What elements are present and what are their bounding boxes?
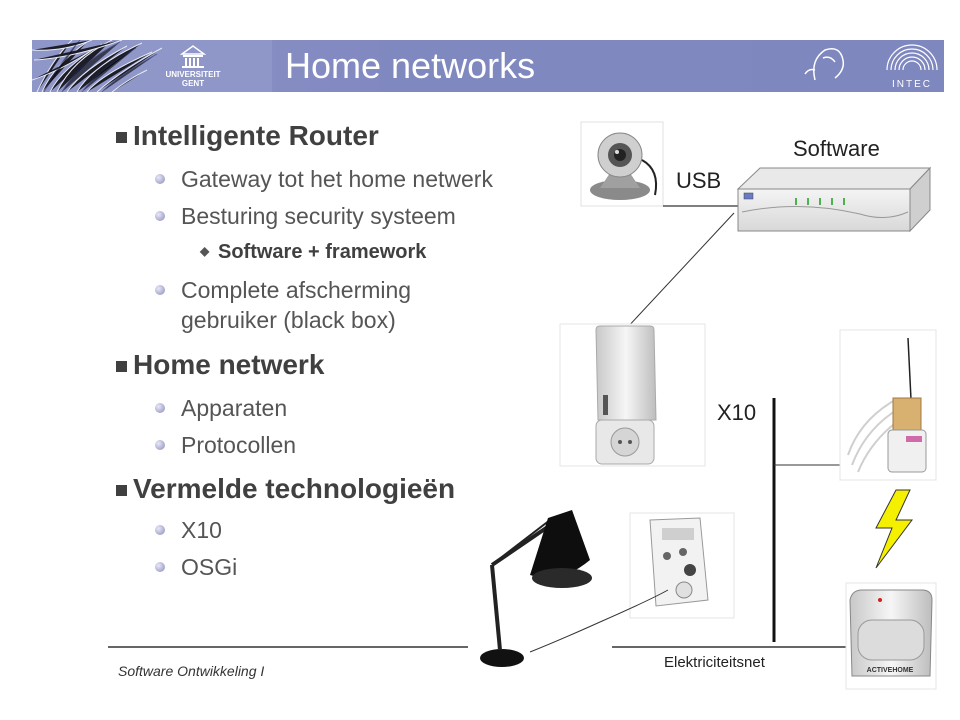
sub-bullet: Protocollen — [155, 430, 297, 460]
round-bullet-icon — [155, 174, 165, 184]
bullet-home-netwerk: Home netwerk — [116, 349, 325, 381]
sub-bullet-text: Protocollen — [181, 432, 297, 458]
round-bullet-icon — [155, 440, 165, 450]
webcam-icon — [580, 121, 664, 207]
sub-bullet: Complete afscherming gebruiker (black bo… — [155, 275, 481, 335]
lamp-cable-line — [529, 589, 669, 653]
wall-dimmer-module-icon — [629, 512, 735, 619]
bullet-text: Intelligente Router — [133, 120, 379, 151]
motion-sensor-icon: ACTIVEHOME — [845, 582, 937, 690]
desk-lamp-icon — [480, 510, 592, 667]
bullet-text: Vermelde technologieën — [133, 473, 456, 504]
sub-bullet: Gateway tot het home netwerk — [155, 164, 493, 194]
page-title: Home networks — [285, 45, 536, 86]
round-bullet-icon — [155, 525, 165, 535]
footer-course-name: Software Ontwikkeling I — [118, 663, 265, 679]
sub-bullet: Apparaten — [155, 393, 288, 423]
logo-text-2: GENT — [182, 79, 204, 88]
square-bullet-icon — [116, 132, 127, 143]
sub-bullet-text: OSGi — [181, 554, 238, 580]
router-box-icon — [736, 166, 932, 233]
elektriciteitsnet-label: Elektriciteitsnet — [664, 654, 765, 671]
round-bullet-icon — [155, 562, 165, 572]
intec-text: INTEC — [892, 79, 932, 90]
sub-bullet-text: Complete afscherming gebruiker (black bo… — [181, 277, 412, 333]
router-plug-connection-line — [624, 212, 735, 331]
software-label: Software — [793, 136, 880, 161]
usb-label: USB — [676, 168, 722, 193]
round-bullet-icon — [155, 211, 165, 221]
sub-bullet: OSGi — [155, 552, 238, 582]
square-bullet-icon — [116, 361, 127, 372]
diamond-bullet-icon: ◆ — [200, 244, 210, 258]
sub-sub-bullet: ◆ Software + framework — [200, 241, 427, 264]
wireless-transceiver-icon — [839, 329, 937, 481]
intec-logo: INTEC — [804, 44, 938, 90]
title-banner: UNIVERSITEIT GENT — [32, 40, 944, 92]
sub-bullet-text: Gateway tot het home netwerk — [181, 166, 493, 192]
x10-label: X10 — [717, 400, 757, 425]
sub-sub-bullet-text: Software + framework — [218, 241, 427, 263]
bullet-intelligente-router: Intelligente Router — [116, 120, 379, 152]
sub-bullet: X10 — [155, 515, 222, 545]
university-logo: UNIVERSITEIT GENT — [165, 45, 221, 88]
round-bullet-icon — [155, 285, 165, 295]
round-bullet-icon — [155, 403, 165, 413]
sub-bullet: Besturing security systeem — [155, 201, 456, 231]
lightning-icon — [875, 489, 913, 569]
bullet-vermelde-technologieen: Vermelde technologieën — [116, 473, 456, 505]
square-bullet-icon — [116, 485, 127, 496]
grass-decoration — [32, 40, 272, 92]
sub-bullet-text: Apparaten — [181, 395, 288, 421]
bullet-text: Home netwerk — [133, 349, 325, 380]
device-brand-text: ACTIVEHOME — [867, 667, 914, 674]
sub-bullet-text: Besturing security systeem — [181, 203, 456, 229]
logo-text-1: UNIVERSITEIT — [165, 70, 220, 79]
plug-module-icon — [559, 323, 706, 467]
sub-bullet-text: X10 — [181, 517, 222, 543]
